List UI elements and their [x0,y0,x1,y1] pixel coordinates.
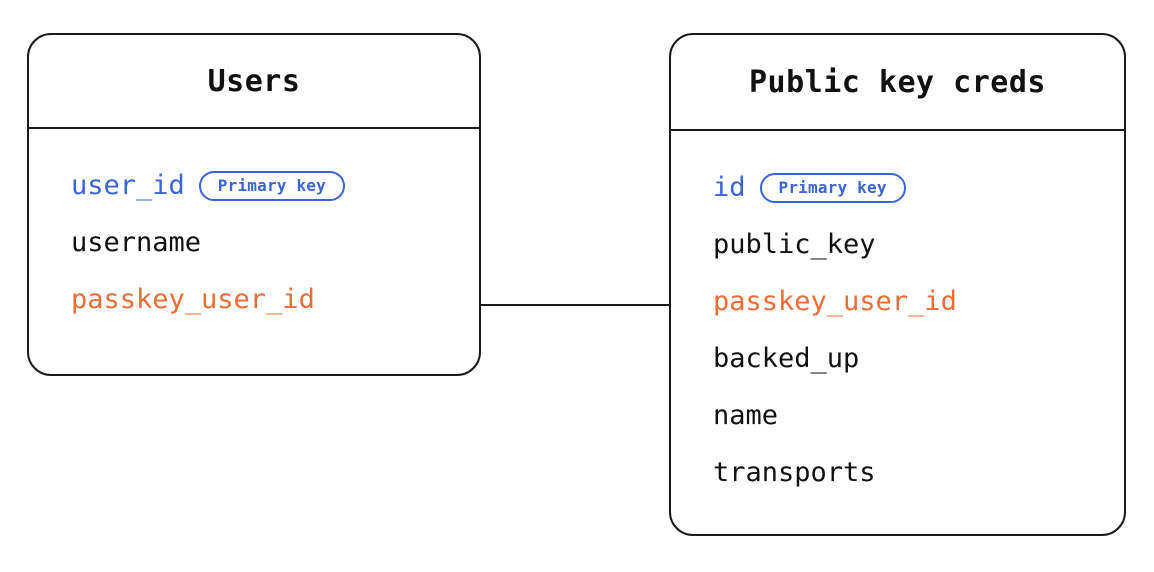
field-row-passkey-user-id[interactable]: passkey_user_id [713,273,1124,330]
entity-title-users: Users [207,63,301,99]
entity-header-users: Users [29,35,479,129]
field-name-passkey-user-id: passkey_user_id [713,286,957,317]
field-name-id: id [713,172,746,203]
field-row-public-key[interactable]: public_key [713,216,1124,273]
primary-key-badge: Primary key [198,170,345,201]
field-row-backed-up[interactable]: backed_up [713,330,1124,387]
field-row-id[interactable]: id Primary key [713,159,1124,216]
field-row-name[interactable]: name [713,387,1124,444]
relationship-connector-users-to-public-key-creds [479,304,671,306]
field-name-name: name [713,400,779,431]
field-name-backed-up: backed_up [713,343,860,374]
entity-field-list-users: user_id Primary key username passkey_use… [29,129,479,374]
entity-box-public-key-creds[interactable]: Public key creds id Primary key public_k… [669,33,1126,536]
field-name-public-key: public_key [713,229,876,260]
field-name-username: username [71,227,202,258]
entity-field-list-public-key-creds: id Primary key public_key passkey_user_i… [671,131,1124,534]
entity-box-users[interactable]: Users user_id Primary key username passk… [27,33,481,376]
field-name-transports: transports [713,457,876,488]
field-row-passkey-user-id[interactable]: passkey_user_id [71,271,479,328]
entity-title-public-key-creds: Public key creds [749,64,1046,100]
entity-header-public-key-creds: Public key creds [671,35,1124,131]
field-name-passkey-user-id: passkey_user_id [71,284,315,315]
field-row-transports[interactable]: transports [713,444,1124,501]
primary-key-badge: Primary key [759,172,906,203]
field-row-user-id[interactable]: user_id Primary key [71,157,479,214]
field-name-user-id: user_id [71,170,185,201]
field-row-username[interactable]: username [71,214,479,271]
